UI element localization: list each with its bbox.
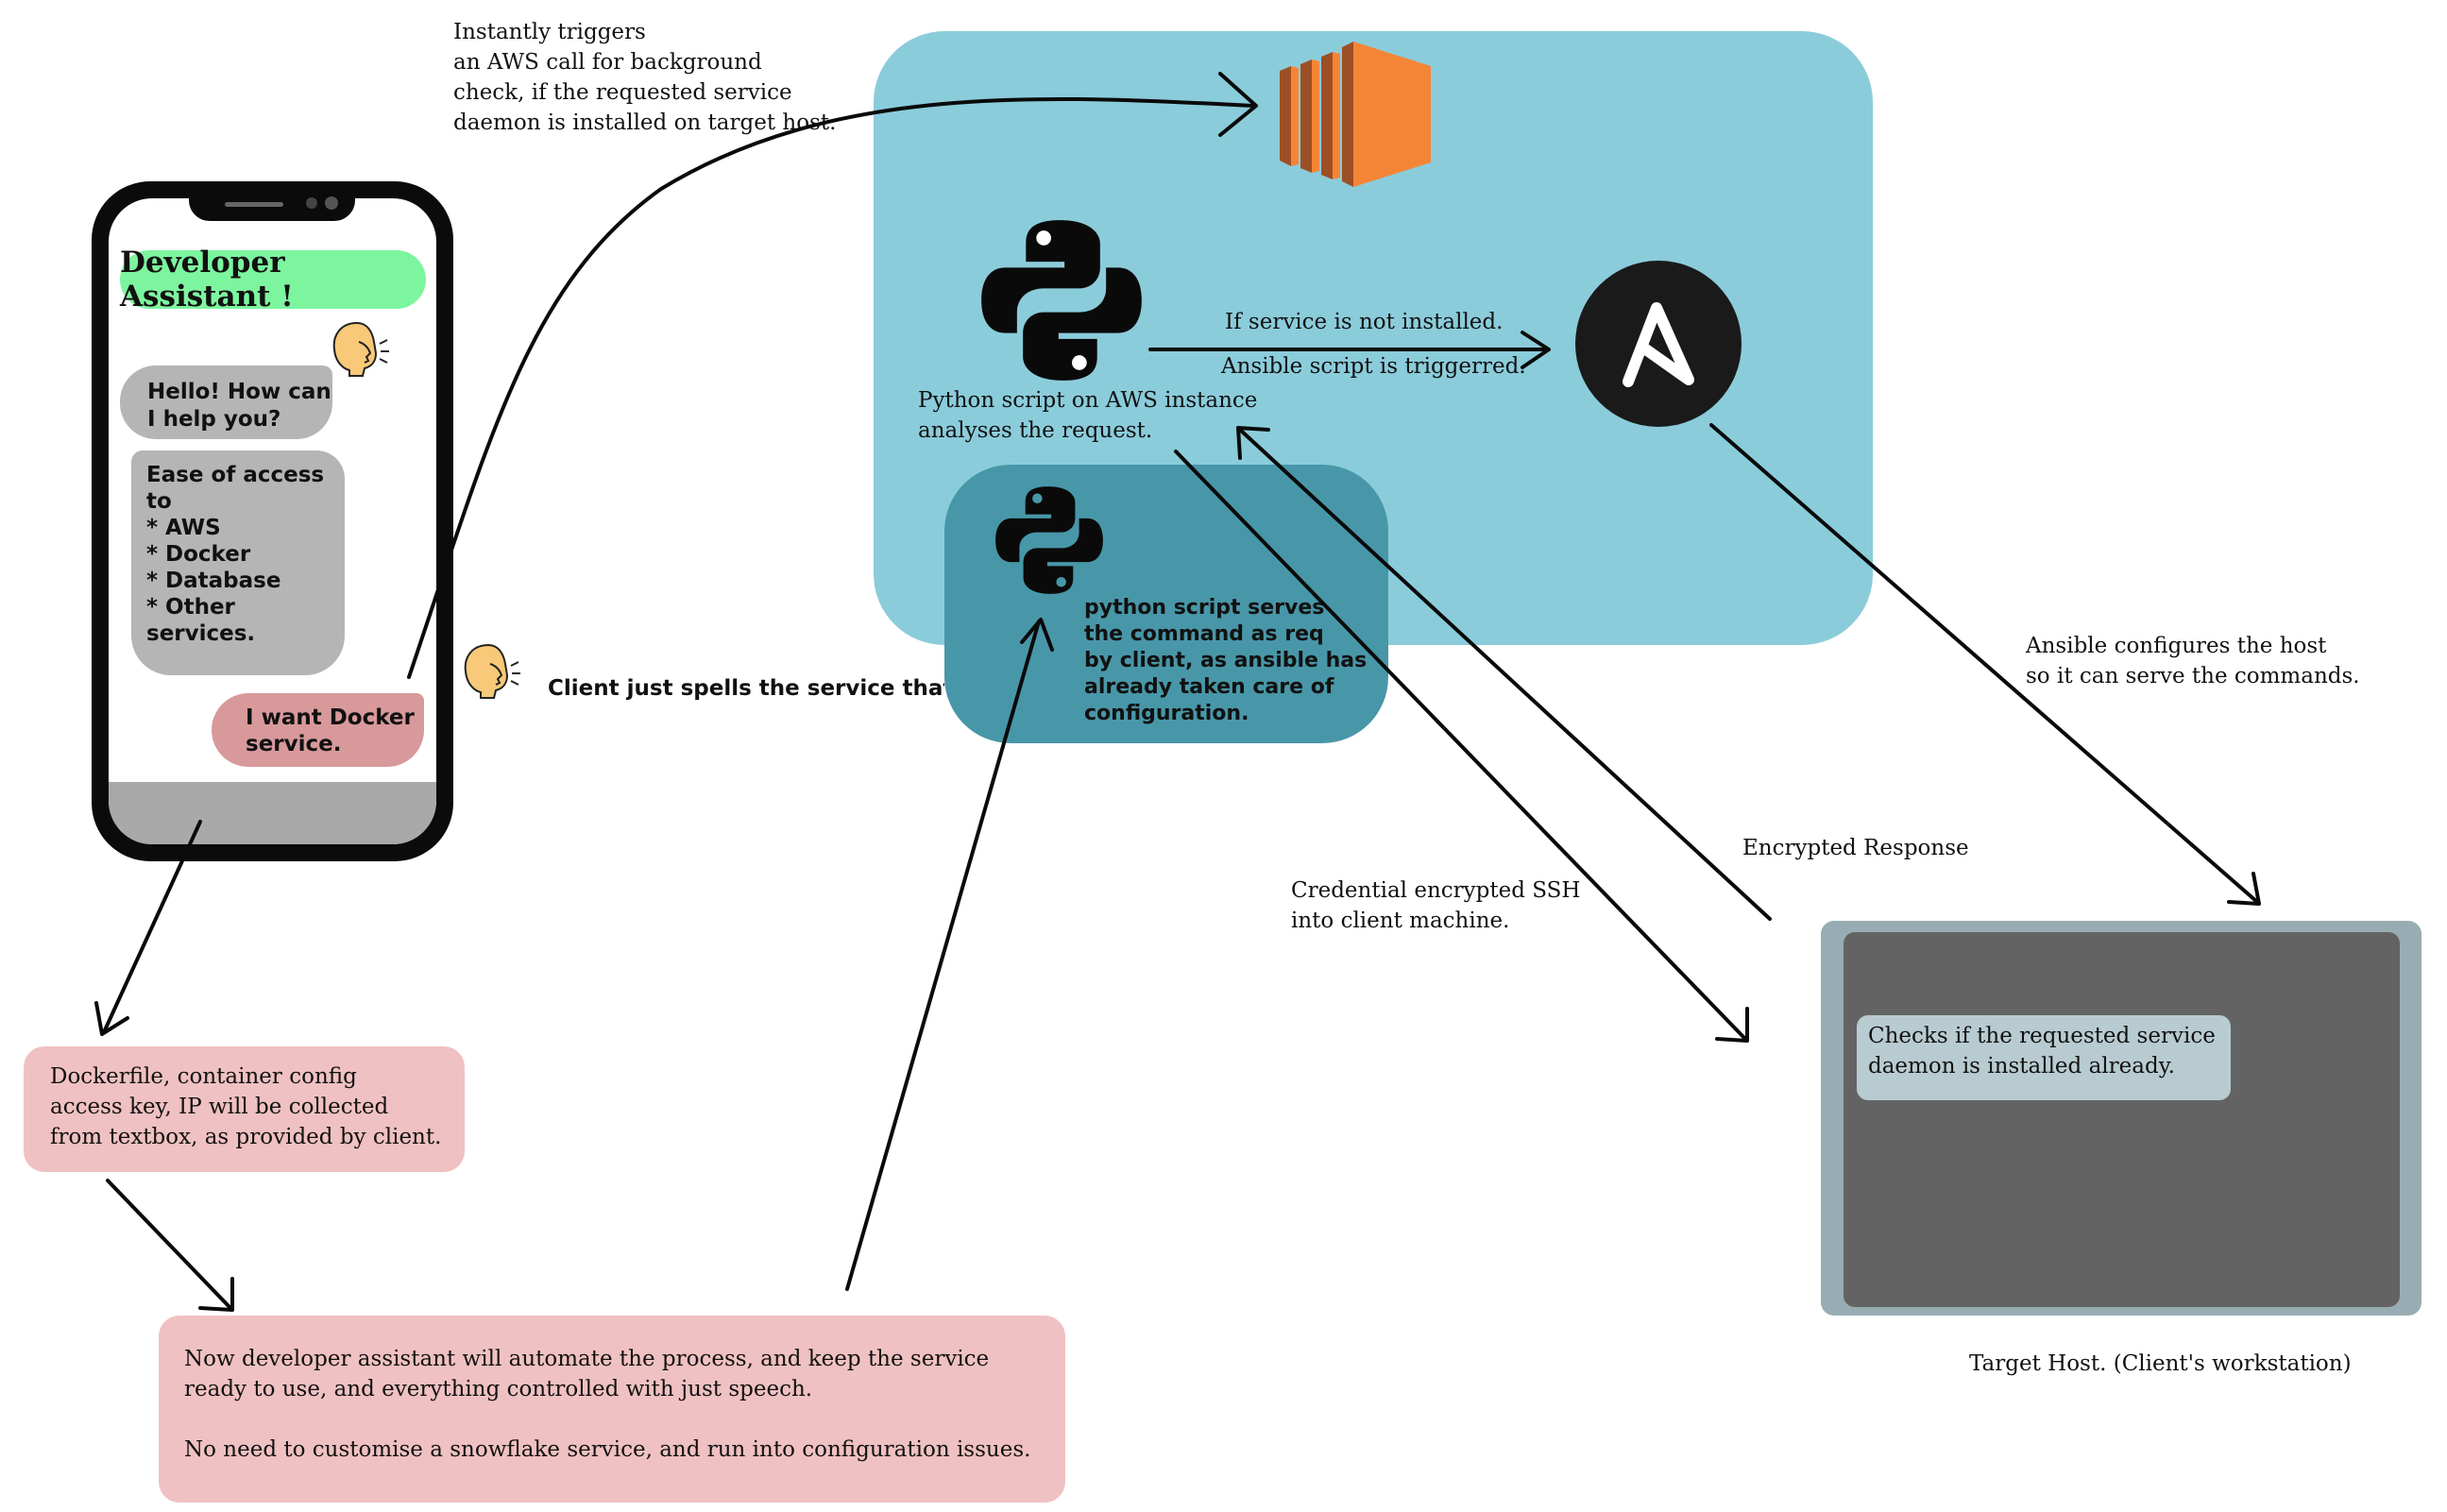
target-host-label: Target Host. (Client's workstation)	[1969, 1351, 2352, 1376]
chat-bubble-greeting: Hello! How can I help you?	[120, 365, 332, 439]
user-speaking-icon	[464, 643, 520, 699]
encrypted-response-label: Encrypted Response	[1742, 836, 1969, 860]
phone-camera	[325, 196, 338, 210]
arrow-automation-to-python	[845, 620, 1041, 1291]
arrow-python-to-ansible-head	[1521, 331, 1551, 369]
python-serves-note: python script serves the command as req …	[1084, 596, 1368, 725]
automation-summary-box: Now developer assistant will automate th…	[159, 1316, 1065, 1503]
arrow-ssh-to-target	[1174, 450, 1747, 1041]
phone-speaker	[225, 202, 283, 207]
app-title: Developer Assistant !	[120, 246, 426, 314]
chat-bubble-user-request: I want Docker service.	[212, 693, 424, 767]
python-logo-icon	[995, 486, 1103, 594]
arrow-automation-to-python-head	[1020, 618, 1054, 652]
arrow-dockerfile-to-automation-head	[198, 1277, 234, 1312]
client-spells-note: Client just spells the service that he/s…	[548, 676, 944, 701]
target-host-check-card: Checks if the requested service daemon i…	[1857, 1015, 2231, 1100]
arrow-response-to-python-head	[1236, 426, 1270, 460]
service-not-installed-label: If service is not installed.	[1225, 310, 1504, 334]
python-script-note: Python script on AWS instance analyses t…	[918, 388, 1258, 443]
ansible-triggered-label: Ansible script is triggerred.	[1221, 354, 1526, 379]
user-speaking-icon	[332, 321, 389, 377]
arrow-phone-to-ec2-head	[1218, 72, 1258, 137]
arrow-response-to-python	[1238, 428, 1772, 921]
arrow-dockerfile-to-automation	[106, 1179, 232, 1310]
credential-ssh-note: Credential encrypted SSH into client mac…	[1291, 878, 1581, 933]
arrow-phone-to-ec2	[407, 96, 1255, 679]
aws-ec2-icon	[1280, 42, 1431, 187]
aws-trigger-note: Instantly triggers an AWS call for backg…	[453, 20, 837, 135]
ansible-logo-icon	[1575, 261, 1742, 427]
chat-bubble-features: Ease of access to * AWS * Docker * Datab…	[131, 450, 345, 675]
arrow-phone-to-dockerfile-head	[94, 1001, 129, 1036]
arrow-ssh-to-target-head	[1715, 1007, 1749, 1043]
phone-sensor	[306, 197, 317, 209]
ansible-configures-note: Ansible configures the host so it can se…	[2026, 634, 2360, 688]
phone-input-bar[interactable]	[109, 782, 436, 844]
arrow-ansible-to-target	[1709, 423, 2259, 904]
target-host-screen	[1844, 932, 2400, 1307]
arrow-ansible-to-target-head	[2227, 872, 2261, 906]
python-logo-icon	[981, 220, 1142, 381]
dockerfile-config-box: Dockerfile, container config access key,…	[24, 1046, 465, 1172]
arrow-phone-to-dockerfile	[102, 820, 202, 1034]
